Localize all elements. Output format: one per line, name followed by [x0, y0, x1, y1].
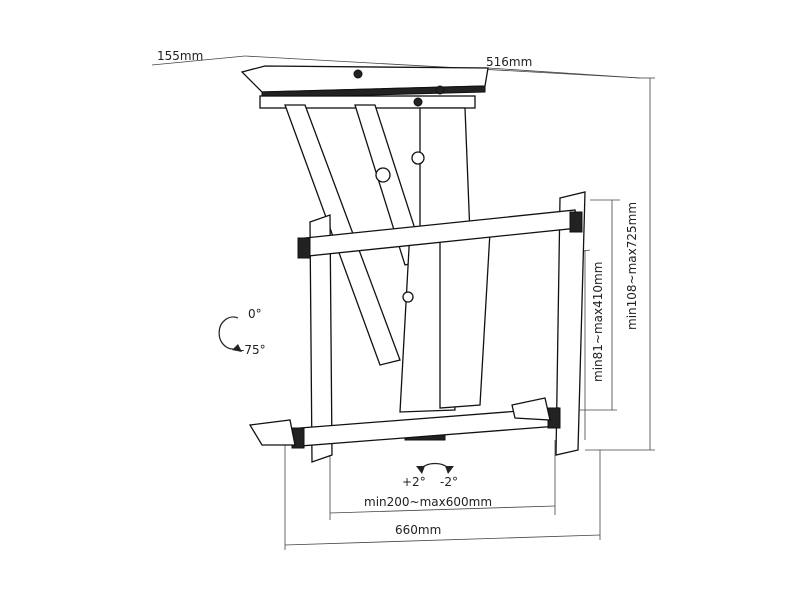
frame-width-label: 660mm [395, 523, 441, 537]
dimension-lines [151, 55, 655, 550]
ceiling-plate [240, 65, 489, 109]
vesa-range-label: min200~max600mm [364, 495, 492, 509]
height-frame-label: min81~max410mm [591, 262, 605, 382]
swivel-left-label: +2° [402, 475, 426, 489]
tilt-top-label: 0° [248, 307, 262, 321]
plate-depth-label: 155mm [157, 49, 203, 63]
height-total-label: min108~max725mm [625, 202, 639, 330]
tilt-arrowhead-icon [232, 344, 242, 352]
tilt-bottom-label: -75° [240, 343, 266, 357]
tilt-arrow-icon [218, 316, 239, 350]
swivel-arrowhead-right-icon [445, 466, 454, 474]
plate-width-label: 516mm [486, 55, 532, 69]
swivel-arrowhead-left-icon [416, 466, 425, 474]
tv-frame [248, 191, 586, 463]
swivel-right-label: -2° [440, 475, 458, 489]
